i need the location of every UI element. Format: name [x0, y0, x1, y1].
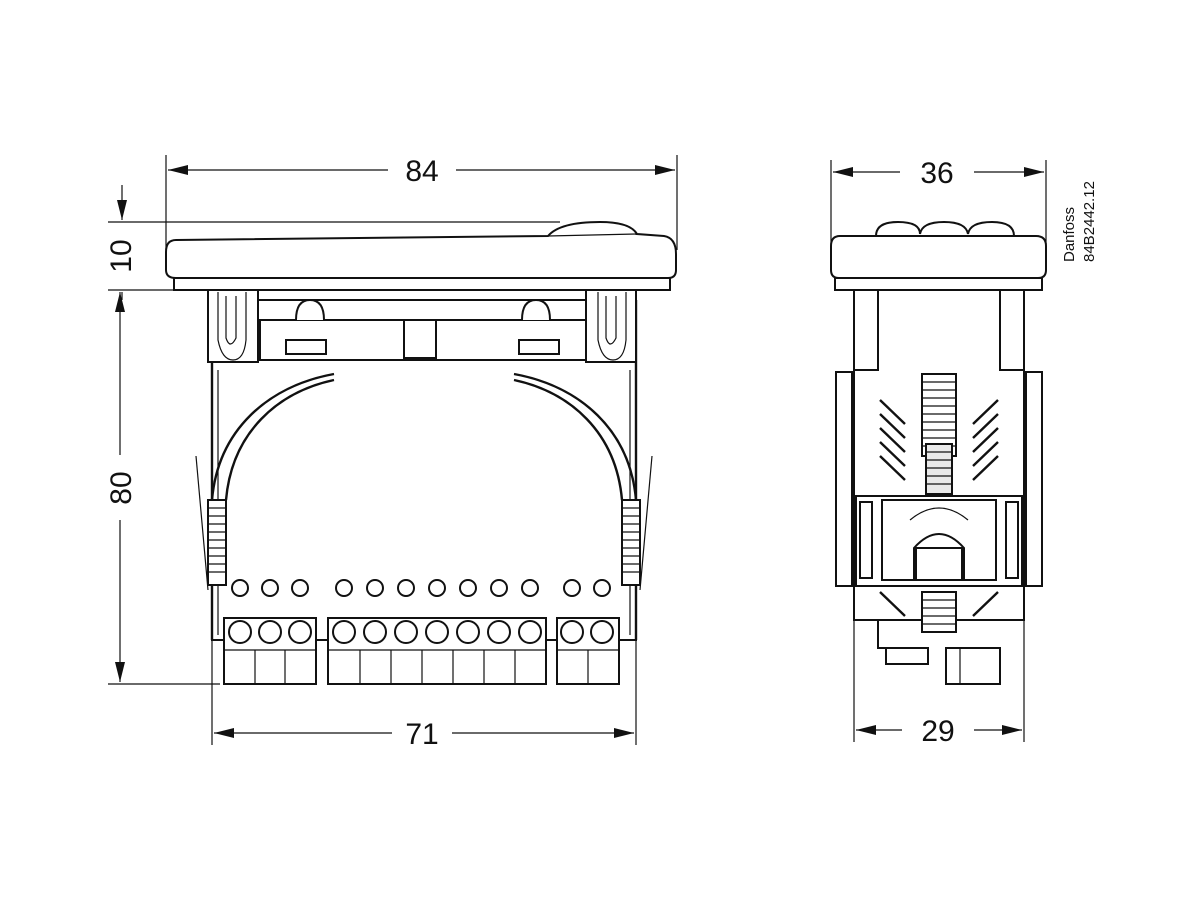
- right-spring-arm: [513, 372, 653, 591]
- dimension-71-label: 71: [405, 718, 438, 751]
- dimension-10: 10: [105, 185, 560, 300]
- dimension-80: 80: [105, 292, 220, 685]
- left-spring-arm: [195, 372, 335, 591]
- dimension-29-label: 29: [921, 715, 954, 748]
- front-bezel: [165, 220, 677, 291]
- terminal-screw-holes: [231, 579, 611, 597]
- dimension-29: 29: [853, 620, 1025, 748]
- brand-label: Danfoss: [1061, 207, 1078, 262]
- side-bezel: [830, 220, 1047, 291]
- left-clip: [207, 289, 259, 363]
- dimension-36: 36: [830, 157, 1047, 245]
- side-view: 36 29: [830, 157, 1098, 748]
- drawing-code-label: 84B2442.12: [1081, 181, 1098, 262]
- dimension-10-label: 10: [105, 239, 138, 272]
- drawing-tag: Danfoss 84B2442.12: [1061, 181, 1098, 262]
- dimension-84-label: 84: [405, 155, 438, 188]
- terminal-block-right: [556, 617, 620, 685]
- side-housing: [835, 289, 1043, 685]
- dimension-36-label: 36: [920, 157, 953, 190]
- terminal-block-left: [223, 617, 317, 685]
- terminal-block-middle: [327, 617, 547, 685]
- right-clip: [585, 289, 637, 363]
- dimension-80-label: 80: [105, 471, 138, 504]
- dimension-71: 71: [211, 640, 637, 751]
- front-view: 84 10 80 71: [105, 155, 678, 751]
- dimension-84: 84: [165, 155, 678, 250]
